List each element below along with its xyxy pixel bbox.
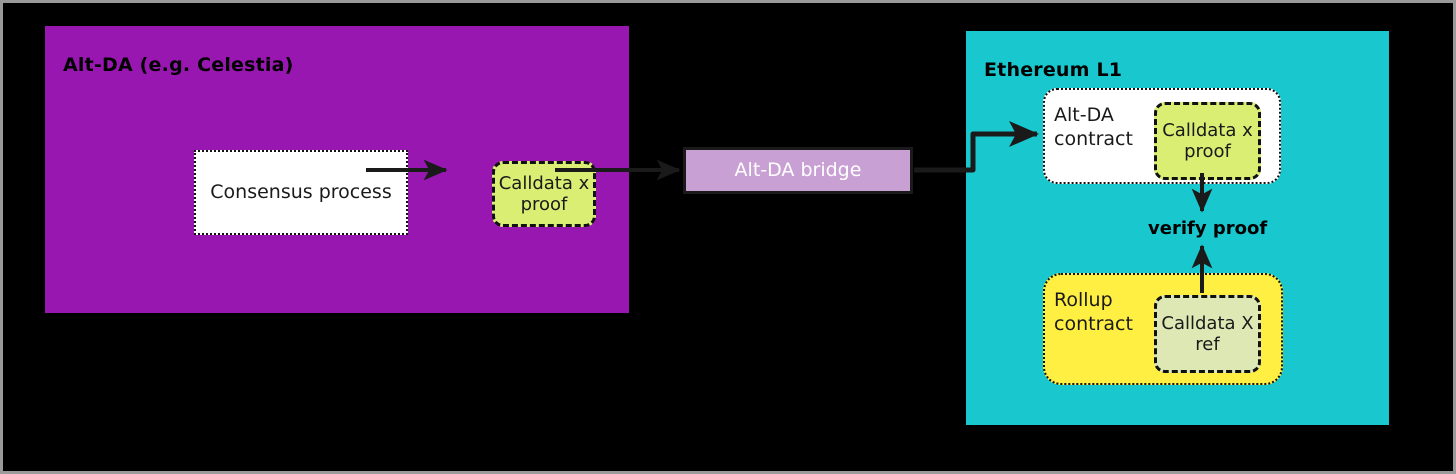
- calldata-proof-da-line2: proof: [520, 194, 568, 215]
- rollup-contract-line1: Rollup: [1054, 289, 1113, 311]
- calldata-ref-text: Calldata X ref: [1161, 313, 1253, 355]
- calldata-proof-da-node[interactable]: Calldata x proof: [492, 161, 596, 227]
- alt-da-contract-label: Alt-DA contract: [1054, 104, 1133, 152]
- calldata-proof-da-text: Calldata x proof: [499, 173, 590, 215]
- calldata-ref-line2: ref: [1195, 334, 1220, 355]
- calldata-proof-da-line1: Calldata x: [498, 172, 590, 194]
- calldata-proof-l1-node[interactable]: Calldata x proof: [1154, 102, 1261, 180]
- alt-da-bridge-node[interactable]: Alt-DA bridge: [683, 147, 913, 194]
- calldata-proof-l1-line2: proof: [1184, 141, 1231, 162]
- alt-da-contract-line1: Alt-DA: [1054, 104, 1114, 126]
- calldata-proof-l1-text: Calldata x proof: [1162, 120, 1253, 162]
- alt-da-panel-title: Alt-DA (e.g. Celestia): [63, 54, 294, 76]
- rollup-contract-node[interactable]: Rollup contract Calldata X ref: [1043, 273, 1283, 385]
- rollup-contract-label: Rollup contract: [1054, 289, 1133, 337]
- alt-da-contract-line2: contract: [1054, 127, 1133, 150]
- consensus-process-node[interactable]: Consensus process: [194, 150, 408, 235]
- calldata-ref-line1: Calldata X: [1161, 312, 1254, 334]
- ethereum-l1-panel-title: Ethereum L1: [984, 59, 1123, 81]
- calldata-proof-l1-line1: Calldata x: [1162, 119, 1253, 141]
- alt-da-panel: Alt-DA (e.g. Celestia) Consensus process…: [45, 26, 629, 313]
- verify-proof-label: verify proof: [1148, 218, 1268, 239]
- calldata-ref-node[interactable]: Calldata X ref: [1154, 295, 1261, 373]
- rollup-contract-line2: contract: [1054, 312, 1133, 335]
- alt-da-contract-node[interactable]: Alt-DA contract Calldata x proof: [1043, 88, 1281, 184]
